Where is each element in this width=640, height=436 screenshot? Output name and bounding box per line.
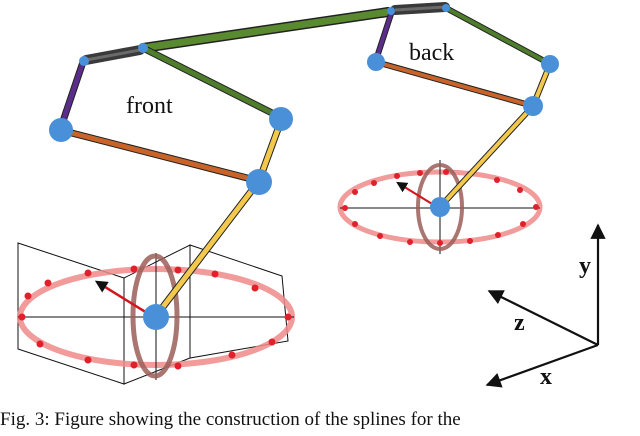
axis-triad: y z x [485,223,606,390]
axis-y-label: y [579,253,591,279]
axis-x-line [485,343,599,388]
joints [49,4,559,330]
front-label: front [126,93,173,119]
front-knee-joint [269,107,293,131]
back-vertical-ellipse [416,163,464,251]
front-direction-arrow [94,280,153,318]
front-shoulder-joint [79,56,89,66]
front-vertical-ellipse [130,253,180,379]
back-foot-joint [430,197,450,217]
axis-z-line [487,290,599,346]
axis-z-label: z [514,310,525,336]
back-elbow-joint [367,53,385,71]
front-foot-ellipse [17,253,295,380]
back-ankle-joint [523,96,543,116]
front-thigh [140,45,285,121]
figure-caption: Fig. 3: Figure showing the construction … [0,409,461,430]
back-foot-ellipse [337,160,543,254]
spine-back-joint [387,7,395,15]
spine-front-joint [138,43,148,53]
back-lower-leg [438,104,535,209]
front-lower-leg [153,178,262,319]
front-ellipse-control-points [18,265,292,370]
back-upper-leg [374,9,394,62]
side-plane [189,244,289,359]
front-cross-brace [57,127,262,184]
back-cross-brace [374,60,535,108]
front-elbow-joint [49,118,73,142]
back-ellipse-control-points [342,169,539,246]
front-foot-joint [143,304,169,330]
back-thigh [444,6,552,66]
back-direction-arrow [396,181,438,208]
axis-x-label: x [540,364,552,390]
back-label: back [409,40,454,66]
front-ankle-joint [246,169,272,195]
back-knee-joint [541,55,559,73]
back-hip-joint [442,4,450,12]
